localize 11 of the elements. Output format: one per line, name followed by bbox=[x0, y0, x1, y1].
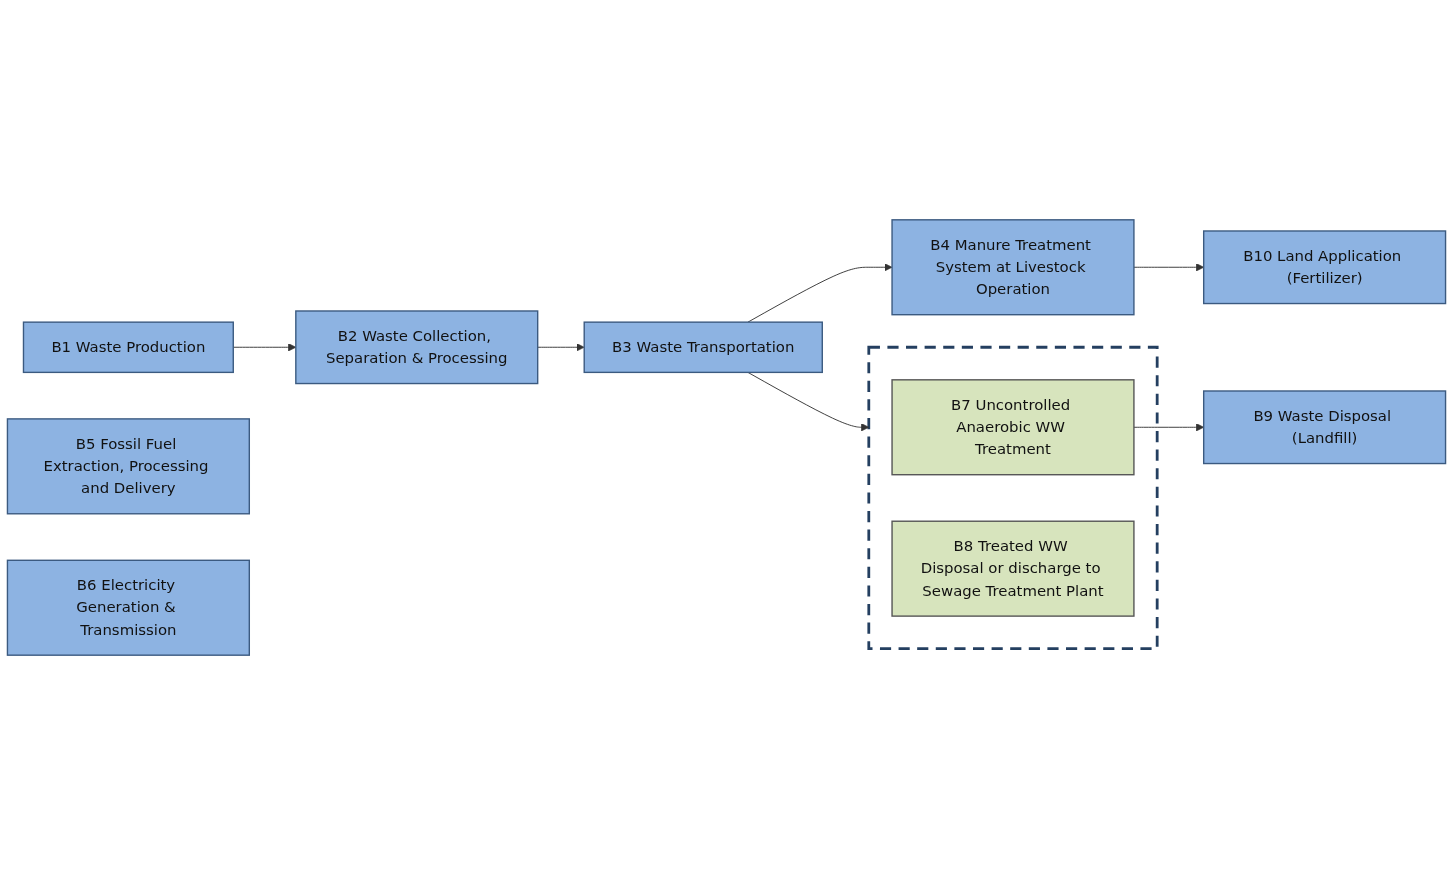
node-box: B3 Waste Transportation bbox=[583, 321, 823, 374]
node-box: B10 Land Application (Fertilizer) bbox=[1203, 230, 1447, 305]
node-box: B2 Waste Collection, Separation & Processing bbox=[295, 310, 539, 385]
cluster bbox=[867, 345, 1159, 651]
node-box: B1 Waste Production bbox=[22, 321, 234, 374]
node-box: B7 Uncontrolled Anaerobic WW Treatment bbox=[891, 379, 1135, 476]
node-box: B9 Waste Disposal (Landfill) bbox=[1203, 390, 1447, 465]
node-box: B5 Fossil Fuel Extraction, Processing and Delivery bbox=[6, 418, 250, 515]
node-box: B8 Treated WW Disposal or discharge to Sewage Treatment Plant bbox=[891, 520, 1135, 617]
node-box: B6 Electricity Generation & Transmission bbox=[6, 559, 250, 656]
node-box: B4 Manure Treatment System at Livestock Operation bbox=[891, 219, 1135, 316]
